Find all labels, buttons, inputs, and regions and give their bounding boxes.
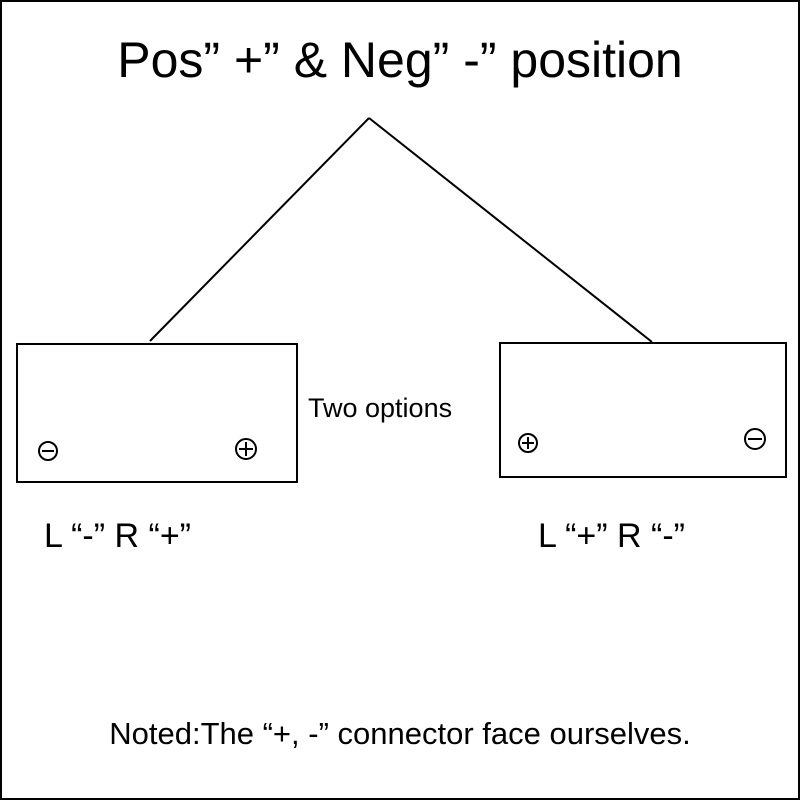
- two-options-label: Two options: [308, 393, 453, 423]
- minus-icon: [38, 441, 58, 461]
- battery-body: [16, 343, 298, 483]
- plus-icon: [235, 438, 257, 460]
- option-left-label: L “-” R “+”: [44, 517, 192, 555]
- branch-line-right: [368, 117, 653, 343]
- option-right-label: L “+” R “-”: [538, 517, 686, 555]
- battery-option-right: [499, 342, 787, 478]
- battery-option-left: [16, 343, 298, 483]
- branch-line-left: [149, 117, 370, 342]
- page-title: Pos” +” & Neg” -” position: [117, 32, 683, 88]
- connector-note: Noted:The “+, -” connector face ourselve…: [109, 716, 691, 751]
- battery-body: [499, 342, 787, 478]
- minus-icon: [744, 428, 766, 450]
- plus-icon: [518, 433, 538, 453]
